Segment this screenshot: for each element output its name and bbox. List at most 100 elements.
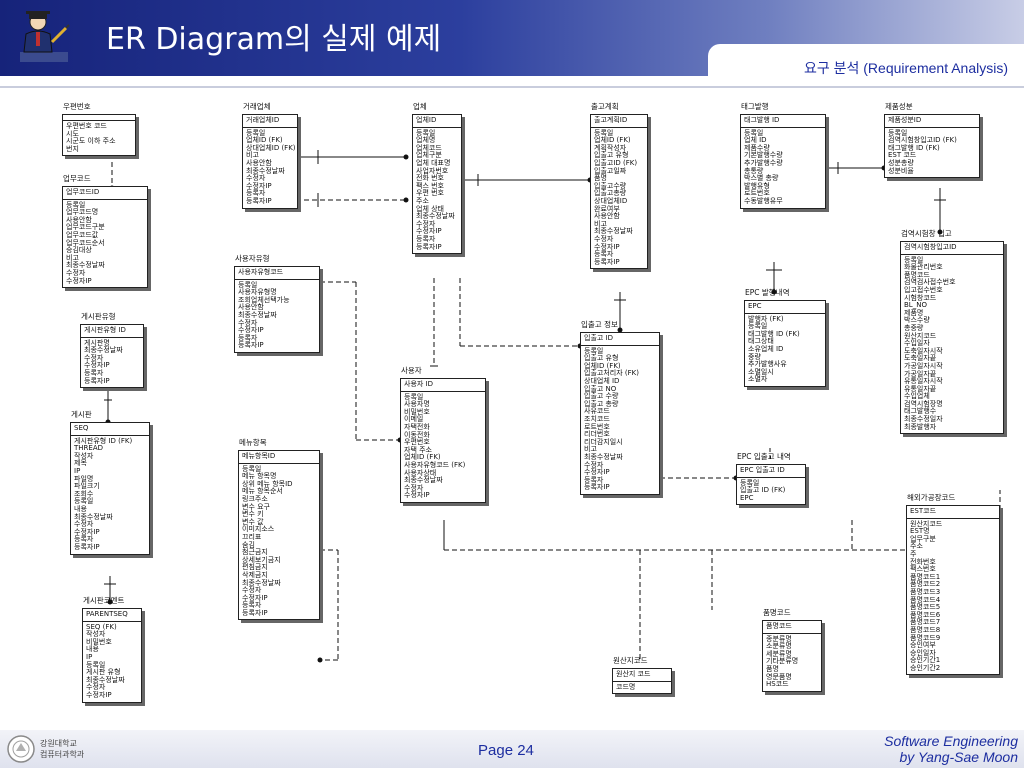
entity-attribute: 수정자 [238, 318, 258, 327]
entity-attribute: 전화 번호 [416, 174, 444, 183]
entity-name: 메뉴항목 [239, 438, 267, 447]
entity-attribute: 상위 메뉴 항목ID [242, 479, 293, 488]
entity-attribute: 총통량 [744, 166, 764, 175]
entity-attribute: 작성자 [86, 630, 106, 639]
entity-attribute: 등록일 [594, 128, 614, 137]
entity-attribute: 등록일 [238, 280, 258, 289]
entity-attribute: 사용자명 [404, 400, 430, 409]
entity-name: 사용자 [401, 366, 422, 375]
entity-attribute: 상대업체ID [594, 196, 628, 205]
entity-attribute: 태그발행수 [904, 407, 937, 416]
entity-attribute: 숨김 [242, 540, 255, 549]
header-subtitle-area [708, 44, 1024, 78]
entity-attribute: 입출고 ID (FK) [740, 486, 786, 495]
entity-key: 품명코드 [763, 621, 821, 634]
entity-attribute: 등록일 [86, 660, 106, 669]
entity-attribute: 업체ID (FK) [584, 361, 621, 370]
entity-attribute: 시도 [66, 129, 79, 138]
entity-attribute: BL_NO [904, 301, 927, 310]
entity-attribute: 품명코드3 [910, 587, 941, 596]
entity-attribute: 입출고수량 [594, 181, 627, 190]
entity-attribute: 품명코드8 [910, 625, 941, 634]
entity-attribute: 수정자IP [66, 276, 92, 285]
entity-attribute: 메뉴 항목순서 [242, 487, 283, 496]
entity-attribute: 파일크기 [74, 482, 100, 491]
entity-attribute: 입출고 유형 [594, 151, 629, 160]
entity-attribute: 품명코드6 [910, 610, 941, 619]
entity-key: EPC 입출고 ID [737, 465, 805, 478]
entity-attribute: IP [86, 652, 93, 661]
entity-attribute: 검역시험장명 [904, 399, 943, 408]
entity-attribute: 발행유형 [744, 181, 770, 190]
entity-attribute: 조회업체선택가능 [238, 295, 290, 304]
entity-attribute: 등록자IP [238, 341, 264, 350]
entity-attribute: 등록자 [584, 475, 604, 484]
entity-name: 거래업체 [243, 102, 271, 111]
entity-attribute: 업체명 [416, 136, 436, 145]
entity-attribute: 소멸일시 [748, 367, 774, 376]
entity-attribute: 로트번호 [584, 422, 610, 431]
entity-name: 입출고 정보 [581, 320, 618, 329]
entity-attribute: 비밀번호 [86, 637, 112, 646]
entity-attribute: 업체코드 [416, 143, 442, 152]
entity-attribute: 번지 [66, 144, 79, 153]
entity-attribute: 수동발행유무 [744, 196, 783, 205]
entity-attribute: 입출고 수량 [584, 392, 619, 401]
entity-name: 출고계획 [591, 102, 619, 111]
entity-attribute: 수정자IP [84, 361, 110, 370]
entity-attribute: 박스수량 [904, 316, 930, 325]
entity-attribute: 수정자IP [594, 242, 620, 251]
entity-attribute: 종분류명 [766, 634, 792, 643]
entity-attribute: 등록자IP [242, 608, 268, 617]
entity-attribute: 태그발행 ID (FK) [748, 329, 800, 338]
entity-attribute: 품명코드2 [910, 580, 941, 589]
entity-attribute: 등록일 [904, 255, 924, 264]
entity-attribute: 변수 키 [242, 510, 264, 519]
entity-attribute: EPC [740, 493, 754, 502]
entity-attribute: 주 [910, 549, 917, 558]
entity-attribute: 코드명 [616, 682, 636, 691]
entity-attribute: 품명 [766, 664, 779, 673]
entity-attribute: 원산지코드 [904, 331, 937, 340]
entity-attribute: 등록자IP [74, 542, 100, 551]
entity-key: 출고계획ID [591, 115, 647, 128]
entity-attribute: EST명 [910, 527, 930, 536]
entity-attribute: 업무코드명 [66, 208, 99, 217]
entity-attribute: 수정자 [594, 234, 614, 243]
credit-author: by Yang-Sae Moon [899, 749, 1018, 765]
entity-attribute: 우편번호 [404, 438, 430, 447]
entity-attribute: 사용안함 [594, 212, 620, 221]
entity-attribute: 입출고총량 [594, 189, 627, 198]
entity-attribute: 수정자 [242, 586, 262, 595]
entity-attribute: 등록자 [238, 333, 258, 342]
entity-attribute: 업체 ID [744, 136, 767, 145]
footer-credit: Software Engineering by Yang-Sae Moon [884, 733, 1018, 765]
page-number: Page 24 [478, 742, 534, 759]
entity-attribute: 수정자 [84, 353, 104, 362]
entity-key: 업무코드ID [63, 187, 147, 200]
entity-attributes: 코드명 [613, 682, 671, 694]
entity-attribute: 게시판유형 ID (FK) [74, 436, 133, 445]
entity-attribute: 최종수정일자 [904, 415, 943, 424]
